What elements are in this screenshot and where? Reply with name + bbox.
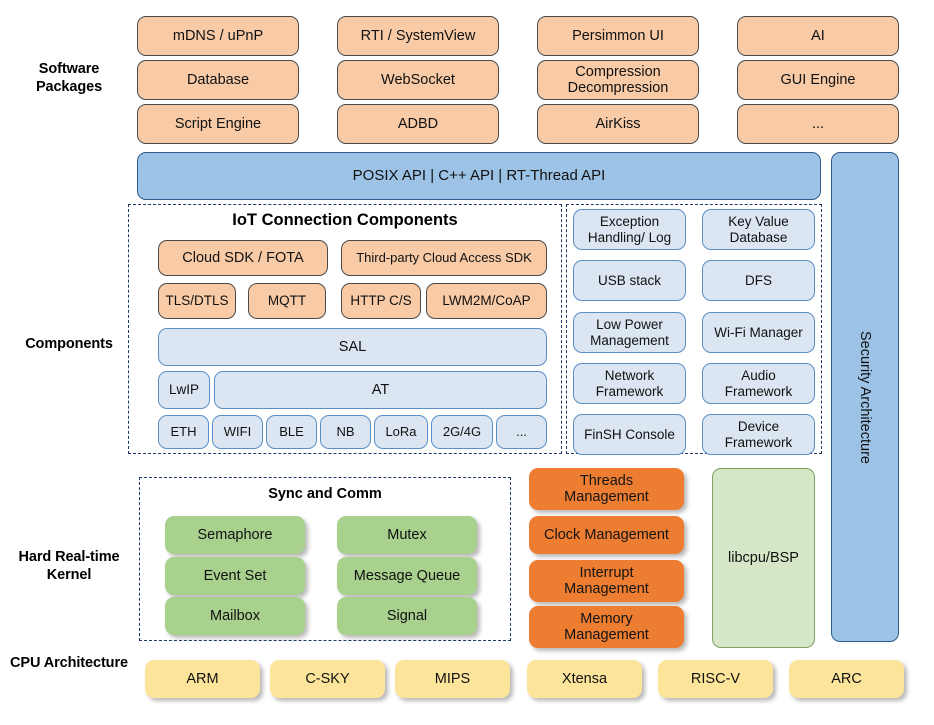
iot-link-lora[interactable]: LoRa — [374, 415, 428, 449]
cpu-arm[interactable]: ARM — [145, 660, 260, 698]
cpu-mips[interactable]: MIPS — [395, 660, 510, 698]
iot-at[interactable]: AT — [214, 371, 547, 409]
package-mdns-upnp[interactable]: mDNS / uPnP — [137, 16, 299, 56]
components-group-outline — [128, 204, 562, 454]
package-rti-systemview[interactable]: RTI / SystemView — [337, 16, 499, 56]
sync-mailbox[interactable]: Mailbox — [165, 597, 305, 635]
sync-and-comm-group-outline — [139, 477, 511, 641]
security-architecture-label: Security Architecture — [857, 330, 874, 464]
component-device-framework[interactable]: Device Framework — [702, 414, 815, 455]
row-label-cpu: CPU Architecture — [10, 655, 128, 671]
cpu-arc[interactable]: ARC — [789, 660, 904, 698]
sync-event-set[interactable]: Event Set — [165, 557, 305, 595]
sync-message-queue[interactable]: Message Queue — [337, 557, 477, 595]
sync-and-comm-title: Sync and Comm — [268, 486, 382, 502]
cpu-c-sky[interactable]: C-SKY — [270, 660, 385, 698]
sync-semaphore[interactable]: Semaphore — [165, 516, 305, 554]
iot-http-cs[interactable]: HTTP C/S — [341, 283, 421, 319]
package-websocket[interactable]: WebSocket — [337, 60, 499, 100]
row-label-kernel: Hard Real-time Kernel — [18, 549, 120, 584]
iot-sal[interactable]: SAL — [158, 328, 547, 366]
package-persimmon-ui[interactable]: Persimmon UI — [537, 16, 699, 56]
kernel-interrupt-management[interactable]: Interrupt Management — [529, 560, 684, 602]
component-exception-handling-log[interactable]: Exception Handling/ Log — [573, 209, 686, 250]
iot-link-wifi[interactable]: WIFI — [212, 415, 263, 449]
libcpu-bsp[interactable]: libcpu/BSP — [712, 468, 815, 648]
row-label-software-packages: Software Packages — [35, 61, 103, 96]
iot-link-more[interactable]: ... — [496, 415, 547, 449]
iot-mqtt[interactable]: MQTT — [248, 283, 326, 319]
component-network-framework[interactable]: Network Framework — [573, 363, 686, 404]
component-finsh-console[interactable]: FinSH Console — [573, 414, 686, 455]
component-key-value-database[interactable]: Key Value Database — [702, 209, 815, 250]
package-database[interactable]: Database — [137, 60, 299, 100]
iot-third-party-cloud-access-sdk[interactable]: Third-party Cloud Access SDK — [341, 240, 547, 276]
iot-lwip[interactable]: LwIP — [158, 371, 210, 409]
package-script-engine[interactable]: Script Engine — [137, 104, 299, 144]
iot-link-nb[interactable]: NB — [320, 415, 371, 449]
row-label-components: Components — [25, 336, 113, 352]
iot-link-2g-4g[interactable]: 2G/4G — [431, 415, 493, 449]
kernel-memory-management[interactable]: Memory Management — [529, 606, 684, 648]
iot-link-ble[interactable]: BLE — [266, 415, 317, 449]
package-adbd[interactable]: ADBD — [337, 104, 499, 144]
iot-tls-dtls[interactable]: TLS/DTLS — [158, 283, 236, 319]
components-right-group-outline — [566, 204, 822, 454]
api-bar[interactable]: POSIX API | C++ API | RT-Thread API — [137, 152, 821, 200]
iot-lwm2m-coap[interactable]: LWM2M/CoAP — [426, 283, 547, 319]
component-wifi-manager[interactable]: Wi-Fi Manager — [702, 312, 815, 353]
kernel-threads-management[interactable]: Threads Management — [529, 468, 684, 510]
package-more[interactable]: ... — [737, 104, 899, 144]
kernel-clock-management[interactable]: Clock Management — [529, 516, 684, 554]
sync-mutex[interactable]: Mutex — [337, 516, 477, 554]
cpu-xtensa[interactable]: Xtensa — [527, 660, 642, 698]
package-airkiss[interactable]: AirKiss — [537, 104, 699, 144]
component-dfs[interactable]: DFS — [702, 260, 815, 301]
package-compression-decompression[interactable]: Compression Decompression — [537, 60, 699, 100]
component-low-power-management[interactable]: Low Power Management — [573, 312, 686, 353]
iot-group-title: IoT Connection Components — [232, 211, 458, 229]
iot-cloud-sdk-fota[interactable]: Cloud SDK / FOTA — [158, 240, 328, 276]
component-audio-framework[interactable]: Audio Framework — [702, 363, 815, 404]
component-usb-stack[interactable]: USB stack — [573, 260, 686, 301]
package-gui-engine[interactable]: GUI Engine — [737, 60, 899, 100]
package-ai[interactable]: AI — [737, 16, 899, 56]
iot-link-eth[interactable]: ETH — [158, 415, 209, 449]
cpu-risc-v[interactable]: RISC-V — [658, 660, 773, 698]
sync-signal[interactable]: Signal — [337, 597, 477, 635]
security-architecture-bar[interactable]: Security Architecture — [831, 152, 899, 642]
